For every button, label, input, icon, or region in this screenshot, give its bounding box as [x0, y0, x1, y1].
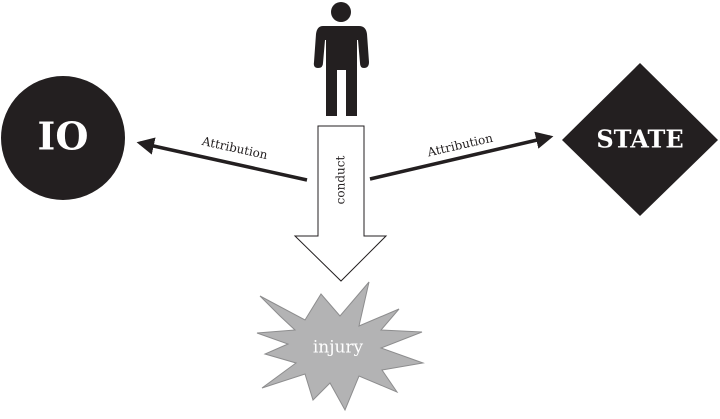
conduct-arrow: conduct — [293, 125, 388, 282]
io-label: IO — [38, 114, 89, 159]
injury-label: injury — [313, 338, 364, 358]
state-label: STATE — [596, 125, 683, 154]
io-node: IO — [1, 76, 125, 200]
conduct-label: conduct — [334, 156, 348, 205]
injury-starburst: injury — [256, 281, 425, 412]
state-node: STATE — [562, 63, 718, 216]
attribution-label-state: Attribution — [425, 131, 494, 160]
attribution-arrow-state: Attribution — [369, 131, 554, 181]
person-icon — [313, 2, 369, 116]
attribution-arrow-io: Attribution — [136, 134, 308, 182]
